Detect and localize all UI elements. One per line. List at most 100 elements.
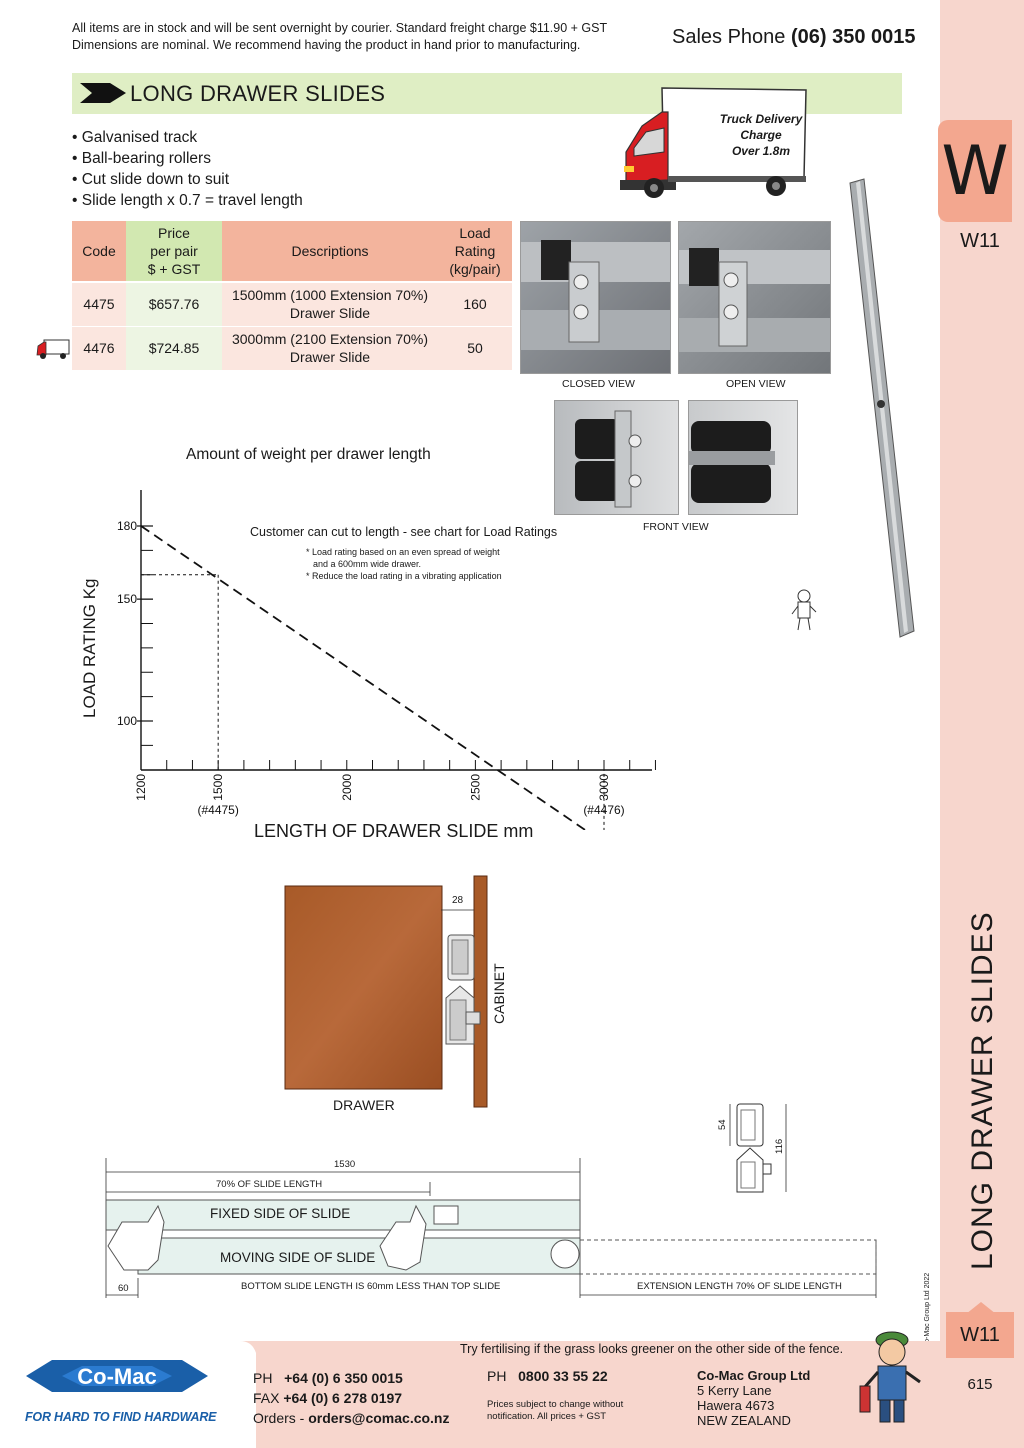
dim-28: 28 bbox=[452, 895, 464, 906]
sidebar-code-bottom: W11 bbox=[960, 1324, 1000, 1346]
truck-line: Charge bbox=[740, 128, 782, 142]
series-line bbox=[140, 525, 587, 830]
truck-line: Over 1.8m bbox=[731, 144, 791, 158]
freephone-value[interactable]: 0800 33 55 22 bbox=[518, 1368, 608, 1384]
header-price-line: Price bbox=[158, 225, 190, 241]
front-view-photo-left bbox=[554, 400, 679, 515]
price-table: Code Price per pair $ + GST Descriptions… bbox=[72, 221, 512, 371]
caption-front: FRONT VIEW bbox=[643, 521, 709, 533]
orders-row: Orders - orders@comac.co.nz bbox=[253, 1408, 450, 1428]
sales-phone: Sales Phone (06) 350 0015 bbox=[672, 26, 916, 49]
phone-value[interactable]: +64 (0) 6 350 0015 bbox=[284, 1370, 403, 1386]
header-load: Load Rating (kg/pair) bbox=[438, 221, 512, 283]
fax-row: FAX +64 (0) 6 278 0197 bbox=[253, 1388, 450, 1408]
header-price-line: per pair bbox=[150, 243, 198, 259]
x-tick-note: (#4475) bbox=[197, 803, 238, 817]
notice-line: All items are in stock and will be sent … bbox=[72, 21, 608, 35]
rail-photo bbox=[849, 178, 915, 638]
header-price: Price per pair $ + GST bbox=[126, 221, 222, 283]
mascot-small-icon bbox=[791, 589, 817, 631]
tab-notch bbox=[966, 1302, 996, 1314]
prices-note-line: Prices subject to change without bbox=[487, 1399, 624, 1410]
page-number: 615 bbox=[967, 1376, 993, 1393]
sidebar bbox=[940, 0, 1024, 1448]
shipping-notice: All items are in stock and will be sent … bbox=[72, 20, 607, 54]
caption-open: OPEN VIEW bbox=[726, 378, 786, 390]
front-view-photo-right bbox=[688, 400, 798, 515]
section-tab[interactable]: W bbox=[938, 120, 1012, 222]
desc-line: Drawer Slide bbox=[289, 305, 371, 322]
cell-price: $657.76 bbox=[126, 282, 222, 327]
comac-logo[interactable]: Co-Mac bbox=[22, 1346, 212, 1406]
arrow-icon bbox=[80, 83, 126, 103]
caption-closed: CLOSED VIEW bbox=[562, 378, 635, 390]
slide-photo-icon bbox=[575, 410, 642, 508]
bottom-note: BOTTOM SLIDE LENGTH IS 60mm LESS THAN TO… bbox=[241, 1281, 501, 1292]
header-load-line: Rating bbox=[454, 243, 496, 259]
dim-1530: 1530 bbox=[334, 1159, 356, 1170]
y-tick-label: 100 bbox=[117, 714, 137, 728]
dim-seventy: 70% OF SLIDE LENGTH bbox=[216, 1179, 323, 1190]
chart-title: Amount of weight per drawer length bbox=[186, 446, 431, 463]
feature-list: • Galvanised track • Ball-bearing roller… bbox=[72, 127, 303, 211]
mascot-icon bbox=[859, 1331, 921, 1423]
cell-code: 4475 bbox=[72, 282, 126, 327]
sales-label: Sales Phone bbox=[672, 26, 786, 48]
y-tick-label: 150 bbox=[117, 592, 137, 606]
cell-price: $724.85 bbox=[126, 326, 222, 371]
list-item: • Ball-bearing rollers bbox=[72, 150, 211, 167]
chart-note: and a 600mm wide drawer. bbox=[313, 559, 422, 569]
drawer-section-diagram bbox=[284, 875, 488, 1108]
slide-photo-icon bbox=[521, 240, 670, 350]
slide-length-diagram bbox=[105, 1158, 877, 1298]
x-tick-label: 2500 bbox=[468, 774, 482, 801]
cell-load: 50 bbox=[438, 326, 512, 371]
closed-view-photo bbox=[520, 221, 671, 374]
table-header-row: Code Price per pair $ + GST Descriptions… bbox=[72, 221, 512, 283]
prices-note-line: notification. All prices + GST bbox=[487, 1411, 607, 1422]
list-item: • Cut slide down to suit bbox=[72, 171, 230, 188]
cell-desc: 3000mm (2100 Extension 70%) Drawer Slide bbox=[222, 326, 438, 371]
desc-line: 1500mm (1000 Extension 70%) bbox=[231, 287, 429, 304]
table-row[interactable]: 4475 $657.76 1500mm (1000 Extension 70%)… bbox=[72, 282, 512, 327]
dim-60: 60 bbox=[118, 1283, 129, 1294]
x-tick-label: 2000 bbox=[340, 774, 354, 801]
logo-tagline: FOR HARD TO FIND HARDWARE bbox=[25, 1410, 217, 1424]
chart-xlabel: LENGTH OF DRAWER SLIDE mm bbox=[254, 821, 534, 841]
phone-label: PH bbox=[253, 1370, 273, 1386]
profile-diagram bbox=[729, 1103, 787, 1193]
freephone-label: PH bbox=[487, 1368, 507, 1384]
chart-note: * Reduce the load rating in a vibrating … bbox=[306, 571, 502, 581]
section-letter: W bbox=[941, 132, 1009, 211]
header-load-line: Load bbox=[459, 225, 491, 241]
address-line: Hawera 4673 bbox=[697, 1398, 775, 1413]
list-item: • Galvanised track bbox=[72, 129, 198, 146]
desc-line: 3000mm (2100 Extension 70%) bbox=[231, 331, 429, 347]
fax-label: FAX bbox=[253, 1390, 280, 1406]
slide-photo-icon bbox=[689, 421, 775, 503]
extension-note: EXTENSION LENGTH 70% OF SLIDE LENGTH bbox=[637, 1281, 842, 1292]
address-line: NEW ZEALAND bbox=[697, 1413, 791, 1428]
sidebar-code-tab[interactable]: W11 bbox=[946, 1312, 1014, 1358]
cell-load: 160 bbox=[438, 282, 512, 327]
header-load-line: (kg/pair) bbox=[449, 261, 501, 277]
y-tick-label: 180 bbox=[117, 519, 137, 533]
header-desc: Descriptions bbox=[222, 221, 438, 283]
desc-line: Drawer Slide bbox=[289, 349, 371, 365]
drawer-label: DRAWER bbox=[333, 1097, 395, 1113]
chart-note: * Load rating based on an even spread of… bbox=[306, 547, 500, 557]
dim-54: 54 bbox=[717, 1119, 728, 1130]
sales-number[interactable]: (06) 350 0015 bbox=[790, 26, 916, 48]
cell-code: 4476 bbox=[72, 326, 126, 371]
orders-email[interactable]: orders@comac.co.nz bbox=[308, 1410, 450, 1426]
section-title: LONG DRAWER SLIDES bbox=[130, 81, 386, 106]
table-row[interactable]: 4476 $724.85 3000mm (2100 Extension 70%)… bbox=[72, 326, 512, 371]
truck-icon bbox=[620, 87, 807, 198]
list-item: • Slide length x 0.7 = travel length bbox=[72, 192, 303, 209]
moving-side-label: MOVING SIDE OF SLIDE bbox=[220, 1250, 376, 1265]
fixed-side-label: FIXED SIDE OF SLIDE bbox=[210, 1206, 351, 1221]
cell-desc: 1500mm (1000 Extension 70%) Drawer Slide bbox=[222, 282, 438, 327]
open-view-photo bbox=[678, 221, 831, 374]
orders-label: Orders - bbox=[253, 1410, 305, 1426]
